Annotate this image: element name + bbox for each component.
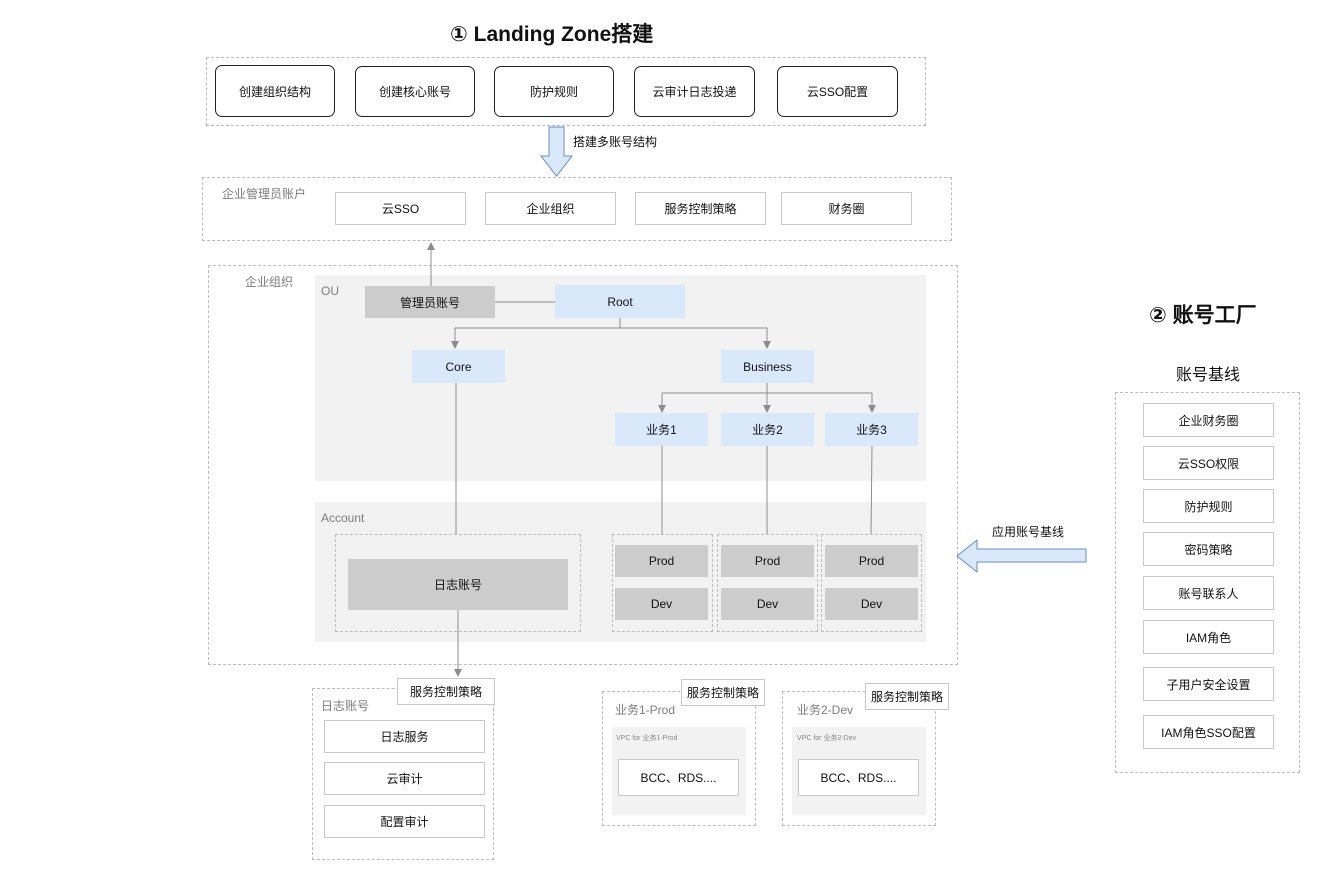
apply-baseline-label: 应用账号基线 [992,525,1065,539]
core-ou-node[interactable]: Core [412,350,505,383]
biz-unit-2-node[interactable]: 业务2 [721,413,814,446]
landing-steps-group [206,57,926,126]
enterprise-org-label: 企业组织 [245,275,294,289]
step-audit-log-delivery[interactable]: 云审计日志投递 [634,66,755,117]
business-ou-node[interactable]: Business [721,350,814,383]
biz3-prod-node[interactable]: Prod [825,545,918,577]
biz2-dev-scp-badge: 服务控制策略 [865,683,949,710]
step-create-org-structure[interactable]: 创建组织结构 [215,65,335,117]
step-guardrails[interactable]: 防护规则 [494,66,614,117]
admin-item-cloud-sso: 云SSO [335,192,466,225]
log-account-node[interactable]: 日志账号 [348,559,568,610]
admin-account-label: 企业管理员账户 [222,187,307,201]
admin-item-enterprise-org: 企业组织 [485,192,616,225]
log-account-scp-badge: 服务控制策略 [397,678,495,705]
biz1-prod-node[interactable]: Prod [615,545,708,577]
baseline-subuser-security: 子用户安全设置 [1143,667,1274,701]
account-factory-title: ② 账号工厂 [1149,304,1257,327]
biz2-dev-node[interactable]: Dev [721,588,814,620]
step-cloud-sso-config[interactable]: 云SSO配置 [777,66,898,117]
biz2-prod-node[interactable]: Prod [721,545,814,577]
account-baseline-subtitle: 账号基线 [1176,367,1241,384]
biz-unit-1-node[interactable]: 业务1 [615,413,708,446]
admin-item-finance-circle: 财务圈 [781,192,912,225]
biz1-env-group [612,534,713,632]
baseline-iam-role: IAM角色 [1143,620,1274,654]
biz3-dev-node[interactable]: Dev [825,588,918,620]
log-account-detail-label: 日志账号 [321,699,370,713]
build-structure-arrow [539,126,574,177]
build-multi-account-label: 搭建多账号结构 [573,135,658,149]
admin-account-group [202,177,952,241]
step-create-core-accounts[interactable]: 创建核心账号 [355,66,475,117]
config-audit-item: 配置审计 [324,805,485,838]
biz1-prod-label: 业务1-Prod [615,703,676,717]
baseline-password-policy: 密码策略 [1143,532,1274,566]
biz2-dev-resources: BCC、RDS.... [798,759,919,796]
baseline-cloud-sso-permission: 云SSO权限 [1143,446,1274,480]
cloud-audit-item: 云审计 [324,762,485,795]
apply-baseline-arrow [956,538,1087,574]
biz1-prod-group [602,691,756,826]
ou-label: OU [321,284,339,298]
admin-item-service-control-policy: 服务控制策略 [635,192,766,225]
admin-account-node[interactable]: 管理员账号 [365,286,495,318]
biz1-prod-vpc-label: VPC for 业务1-Prod [616,735,678,742]
biz2-env-group [717,534,818,632]
biz2-dev-label: 业务2-Dev [797,703,854,717]
biz-unit-3-node[interactable]: 业务3 [825,413,918,446]
biz3-env-group [821,534,922,632]
log-service-item: 日志服务 [324,720,485,753]
baseline-guardrails: 防护规则 [1143,489,1274,523]
account-baseline-group [1115,392,1300,773]
biz1-dev-node[interactable]: Dev [615,588,708,620]
account-label: Account [321,511,365,525]
root-node[interactable]: Root [555,285,685,318]
baseline-account-contacts: 账号联系人 [1143,576,1274,610]
biz1-prod-scp-badge: 服务控制策略 [681,679,765,706]
biz2-dev-group [782,691,936,826]
biz1-prod-resources: BCC、RDS.... [618,759,739,796]
enterprise-org-group [208,265,958,665]
baseline-iam-role-sso: IAM角色SSO配置 [1143,715,1274,749]
baseline-finance-circle: 企业财务圈 [1143,403,1274,437]
landing-zone-title: ① Landing Zone搭建 [450,23,654,46]
biz2-dev-vpc-label: VPC for 业务2-Dev [797,735,857,742]
